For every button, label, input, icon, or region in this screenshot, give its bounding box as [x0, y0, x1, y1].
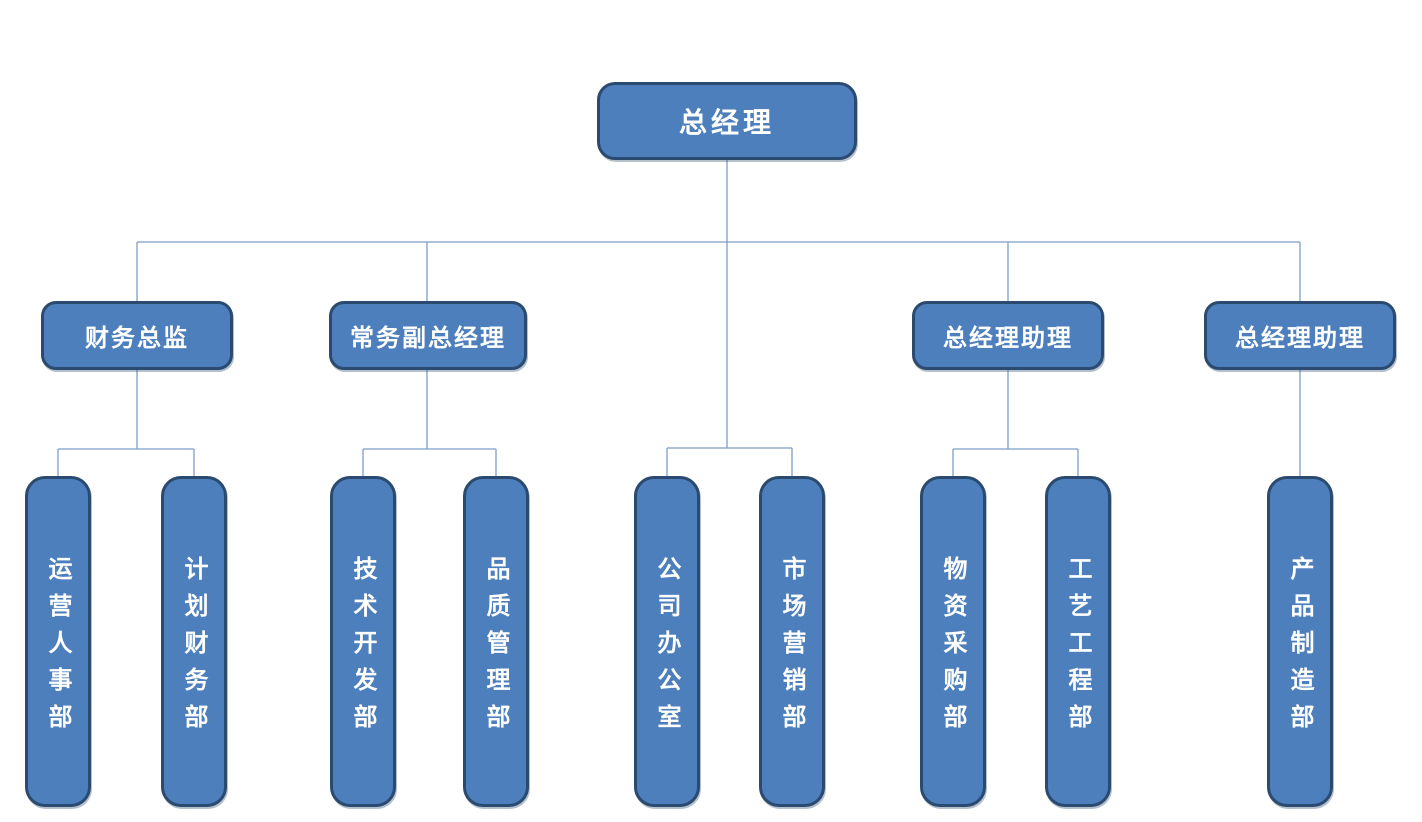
- node-dept-quality-management: 品质管理部: [463, 476, 529, 807]
- node-dept-marketing: 市场营销部: [759, 476, 825, 807]
- node-executive-deputy-gm: 常务副总经理: [329, 301, 527, 370]
- node-general-manager-label: 总经理: [678, 106, 775, 139]
- node-dept-quality-management-label: 品质管理部: [482, 555, 510, 741]
- node-dept-planning-finance: 计划财务部: [161, 476, 227, 807]
- node-dept-marketing-label: 市场营销部: [778, 555, 806, 741]
- node-finance-director: 财务总监: [41, 301, 233, 370]
- node-dept-product-manufacturing-label: 产品制造部: [1286, 555, 1314, 741]
- node-dept-material-procurement: 物资采购部: [920, 476, 986, 807]
- node-dept-operations-hr-label: 运营人事部: [44, 555, 72, 741]
- node-general-manager: 总经理: [597, 82, 857, 160]
- node-dept-company-office: 公司办公室: [634, 476, 700, 807]
- node-dept-process-engineering-label: 工艺工程部: [1064, 555, 1092, 741]
- node-dept-material-procurement-label: 物资采购部: [939, 555, 967, 741]
- node-gm-assistant-1: 总经理助理: [912, 301, 1104, 370]
- node-gm-assistant-2-label: 总经理助理: [1235, 324, 1365, 352]
- node-dept-tech-development: 技术开发部: [330, 476, 396, 807]
- node-dept-company-office-label: 公司办公室: [653, 555, 681, 741]
- node-dept-product-manufacturing: 产品制造部: [1267, 476, 1333, 807]
- node-finance-director-label: 财务总监: [85, 324, 189, 352]
- node-dept-operations-hr: 运营人事部: [25, 476, 91, 807]
- node-executive-deputy-gm-label: 常务副总经理: [350, 324, 506, 352]
- node-gm-assistant-2: 总经理助理: [1204, 301, 1396, 370]
- node-dept-tech-development-label: 技术开发部: [349, 555, 377, 741]
- node-dept-process-engineering: 工艺工程部: [1045, 476, 1111, 807]
- node-gm-assistant-1-label: 总经理助理: [943, 324, 1073, 352]
- node-dept-planning-finance-label: 计划财务部: [180, 555, 208, 741]
